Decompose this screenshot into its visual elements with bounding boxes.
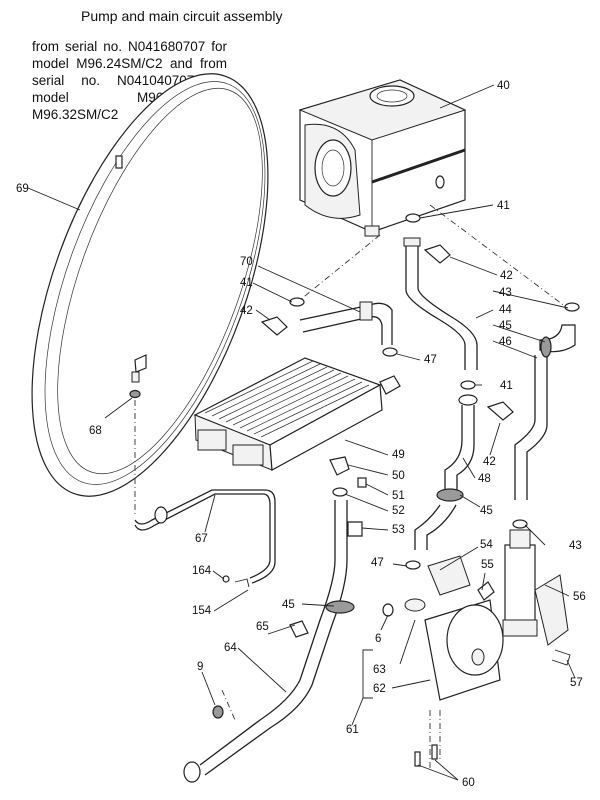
o-ring-47	[382, 347, 398, 357]
callout-64: 64	[224, 642, 237, 654]
plug-51	[357, 477, 367, 488]
callout-41: 41	[497, 200, 510, 212]
pipe-44	[403, 237, 478, 370]
callout-45: 45	[499, 320, 512, 332]
callout-63: 63	[373, 664, 386, 676]
callout-55: 55	[481, 559, 494, 571]
callout-62: 62	[373, 683, 386, 695]
callout-69: 69	[16, 183, 29, 195]
callout-67: 67	[195, 533, 208, 545]
pipe-67	[134, 489, 276, 584]
washer-164	[222, 575, 230, 583]
callout-49: 49	[392, 449, 405, 461]
o-ring-41	[460, 380, 476, 390]
callout-45: 45	[282, 599, 295, 611]
screw-60	[414, 751, 421, 767]
bracket-50	[329, 456, 350, 476]
callout-68: 68	[89, 425, 102, 437]
circulation-pump	[404, 555, 504, 701]
clip-55	[477, 581, 495, 601]
callout-50: 50	[392, 470, 405, 482]
callout-43: 43	[569, 540, 582, 552]
clip-53	[347, 521, 363, 537]
o-ring-6	[382, 603, 394, 617]
clip-154	[234, 578, 250, 588]
callout-164: 164	[192, 565, 212, 577]
hydraulic-block	[298, 79, 467, 237]
callout-42: 42	[500, 270, 513, 282]
clip-42	[260, 316, 288, 336]
o-ring-47	[405, 560, 421, 570]
clip-42	[423, 244, 451, 264]
callout-61: 61	[346, 724, 359, 736]
callout-9: 9	[197, 661, 203, 673]
assembly-axis	[221, 689, 236, 721]
callout-41: 41	[240, 277, 253, 289]
vessel-washer	[129, 389, 141, 399]
o-ring-52	[332, 487, 348, 497]
assembly-axis	[429, 204, 571, 311]
clip-57	[551, 649, 571, 666]
clip-65	[289, 620, 309, 638]
callout-42: 42	[483, 456, 496, 468]
filter-unit	[502, 529, 569, 646]
callout-48: 48	[478, 473, 491, 485]
callout-47: 47	[424, 354, 437, 366]
callout-53: 53	[392, 524, 405, 536]
pipe-48	[414, 394, 478, 550]
callout-51: 51	[392, 490, 405, 502]
expansion-vessel	[31, 73, 269, 497]
callout-46: 46	[499, 336, 512, 348]
clip-42	[486, 401, 514, 421]
diagram-title: Pump and main circuit assembly	[81, 8, 283, 24]
washer-9	[212, 705, 224, 719]
screw-60	[431, 744, 438, 760]
o-ring-41	[405, 213, 421, 223]
clip-43	[512, 519, 528, 529]
leader-lines	[27, 84, 576, 781]
callout-42: 42	[240, 305, 253, 317]
callout-70: 70	[240, 256, 253, 268]
heat-exchanger	[193, 357, 401, 471]
callout-65: 65	[256, 621, 269, 633]
callout-44: 44	[499, 304, 512, 316]
callout-56: 56	[573, 591, 586, 603]
clip-43	[564, 302, 580, 312]
callout-40: 40	[497, 80, 510, 92]
callout-57: 57	[570, 677, 583, 689]
callout-47: 47	[371, 557, 384, 569]
callout-45: 45	[480, 505, 493, 517]
callout-43: 43	[499, 287, 512, 299]
callout-60: 60	[462, 777, 475, 789]
callout-154: 154	[192, 605, 212, 617]
o-ring-41	[289, 297, 305, 307]
pipe-64	[183, 500, 355, 783]
callout-52: 52	[392, 505, 405, 517]
assembly-axis	[299, 234, 381, 301]
callout-41: 41	[500, 380, 513, 392]
pipe-70	[299, 301, 393, 345]
callout-6: 6	[375, 633, 381, 645]
callout-54: 54	[480, 539, 493, 551]
pipe-46	[514, 324, 576, 500]
